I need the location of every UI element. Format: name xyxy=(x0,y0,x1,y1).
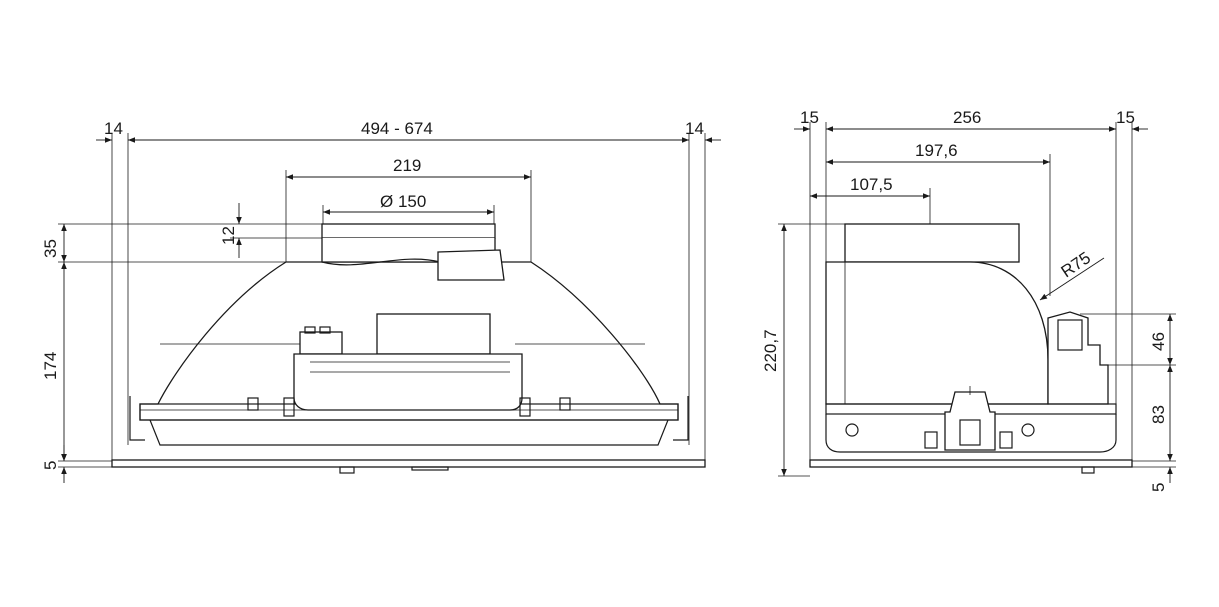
side-dim-duct-depth: 197,6 xyxy=(915,141,958,160)
front-dim-collar: 12 xyxy=(219,226,238,245)
side-dim-upper-height: 46 xyxy=(1149,332,1168,351)
front-dim-body-height: 174 xyxy=(41,352,60,380)
front-dim-left-margin: 14 xyxy=(104,119,123,138)
side-hood-body xyxy=(809,223,1133,474)
side-dimension-lines xyxy=(781,126,1173,483)
front-dimension-lines xyxy=(61,137,721,483)
side-dim-lower-height: 83 xyxy=(1149,405,1168,424)
front-dim-width-range: 494 - 674 xyxy=(361,119,433,138)
side-dim-total-height: 220,7 xyxy=(761,329,780,372)
front-dim-outlet-height: 35 xyxy=(41,239,60,258)
front-dim-diameter: Ø 150 xyxy=(380,192,426,211)
front-view: 14 494 - 674 14 219 Ø 150 12 35 174 5 xyxy=(41,119,721,483)
side-dim-right-margin: 15 xyxy=(1116,108,1135,127)
side-dim-left-margin: 15 xyxy=(800,108,819,127)
side-dim-panel-height: 5 xyxy=(1149,483,1168,492)
front-dimension-labels: 14 494 - 674 14 219 Ø 150 12 35 174 5 xyxy=(41,119,704,470)
front-dim-right-margin: 14 xyxy=(685,119,704,138)
front-hood-body xyxy=(111,223,706,474)
front-dim-duct-width: 219 xyxy=(393,156,421,175)
side-dim-depth: 256 xyxy=(953,108,981,127)
side-dim-outlet-offset: 107,5 xyxy=(850,175,893,194)
side-view: 15 256 15 197,6 107,5 R75 220,7 46 83 5 xyxy=(761,108,1176,492)
front-dim-panel-height: 5 xyxy=(41,461,60,470)
